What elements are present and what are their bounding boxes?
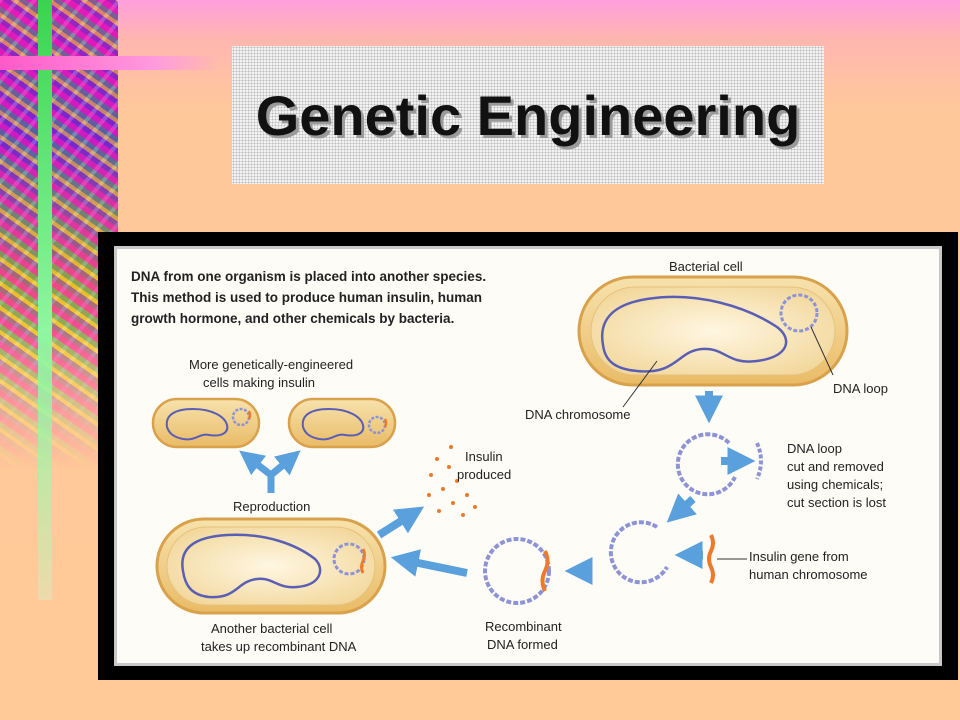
label-another-1: Another bacterial cell	[211, 621, 333, 636]
plasmid-cut	[675, 432, 763, 497]
label-gene-2: human chromosome	[749, 567, 868, 582]
figure-frame: DNA from one organism is placed into ano…	[98, 232, 958, 680]
label-cut-4: cut section is lost	[787, 495, 886, 510]
recombinant-dna	[483, 537, 551, 605]
label-insulin-2: produced	[457, 467, 511, 482]
genetic-engineering-diagram: DNA from one organism is placed into ano…	[114, 246, 942, 666]
label-gene-1: Insulin gene from	[749, 549, 849, 564]
title-box: Genetic Engineering	[232, 46, 824, 184]
reproduction-arrows	[239, 450, 301, 493]
arrow-insulin	[376, 506, 425, 539]
insulin-molecules	[427, 445, 477, 517]
label-recomb-1: Recombinant	[485, 619, 562, 634]
dna-chromosome	[600, 295, 788, 373]
label-more-cells-1: More genetically-engineered	[189, 357, 353, 372]
label-another-2: takes up recombinant DNA	[201, 639, 357, 654]
bacterial-cell	[577, 275, 849, 387]
label-cut-3: using chemicals;	[787, 477, 883, 492]
label-cut-1: DNA loop	[787, 441, 842, 456]
another-bacterial-cell	[155, 517, 387, 615]
dna-loop	[779, 293, 819, 333]
decorative-vertical-bar	[38, 0, 52, 600]
intro-line-3: growth hormone, and other chemicals by b…	[131, 311, 454, 326]
insulin-gene	[707, 534, 715, 584]
arrow-step-2	[666, 493, 697, 523]
label-bacterial-cell: Bacterial cell	[669, 259, 743, 274]
label-more-cells-2: cells making insulin	[203, 375, 315, 390]
intro-line-2: This method is used to produce human ins…	[131, 290, 482, 305]
label-recomb-2: DNA formed	[487, 637, 558, 652]
label-reproduction: Reproduction	[233, 499, 310, 514]
arrow-uptake	[390, 549, 468, 577]
decorative-horizontal-bar	[0, 56, 220, 70]
open-plasmid	[608, 520, 669, 585]
intro-line-1: DNA from one organism is placed into ano…	[131, 269, 486, 284]
label-insulin-1: Insulin	[465, 449, 503, 464]
label-dna-loop: DNA loop	[833, 381, 888, 396]
label-cut-2: cut and removed	[787, 459, 884, 474]
daughter-cell-right	[287, 397, 397, 449]
daughter-cell-left	[151, 397, 261, 449]
slide-title: Genetic Engineering	[255, 83, 801, 147]
diagram-svg: DNA from one organism is placed into ano…	[131, 259, 888, 654]
label-dna-chromosome: DNA chromosome	[525, 407, 630, 422]
